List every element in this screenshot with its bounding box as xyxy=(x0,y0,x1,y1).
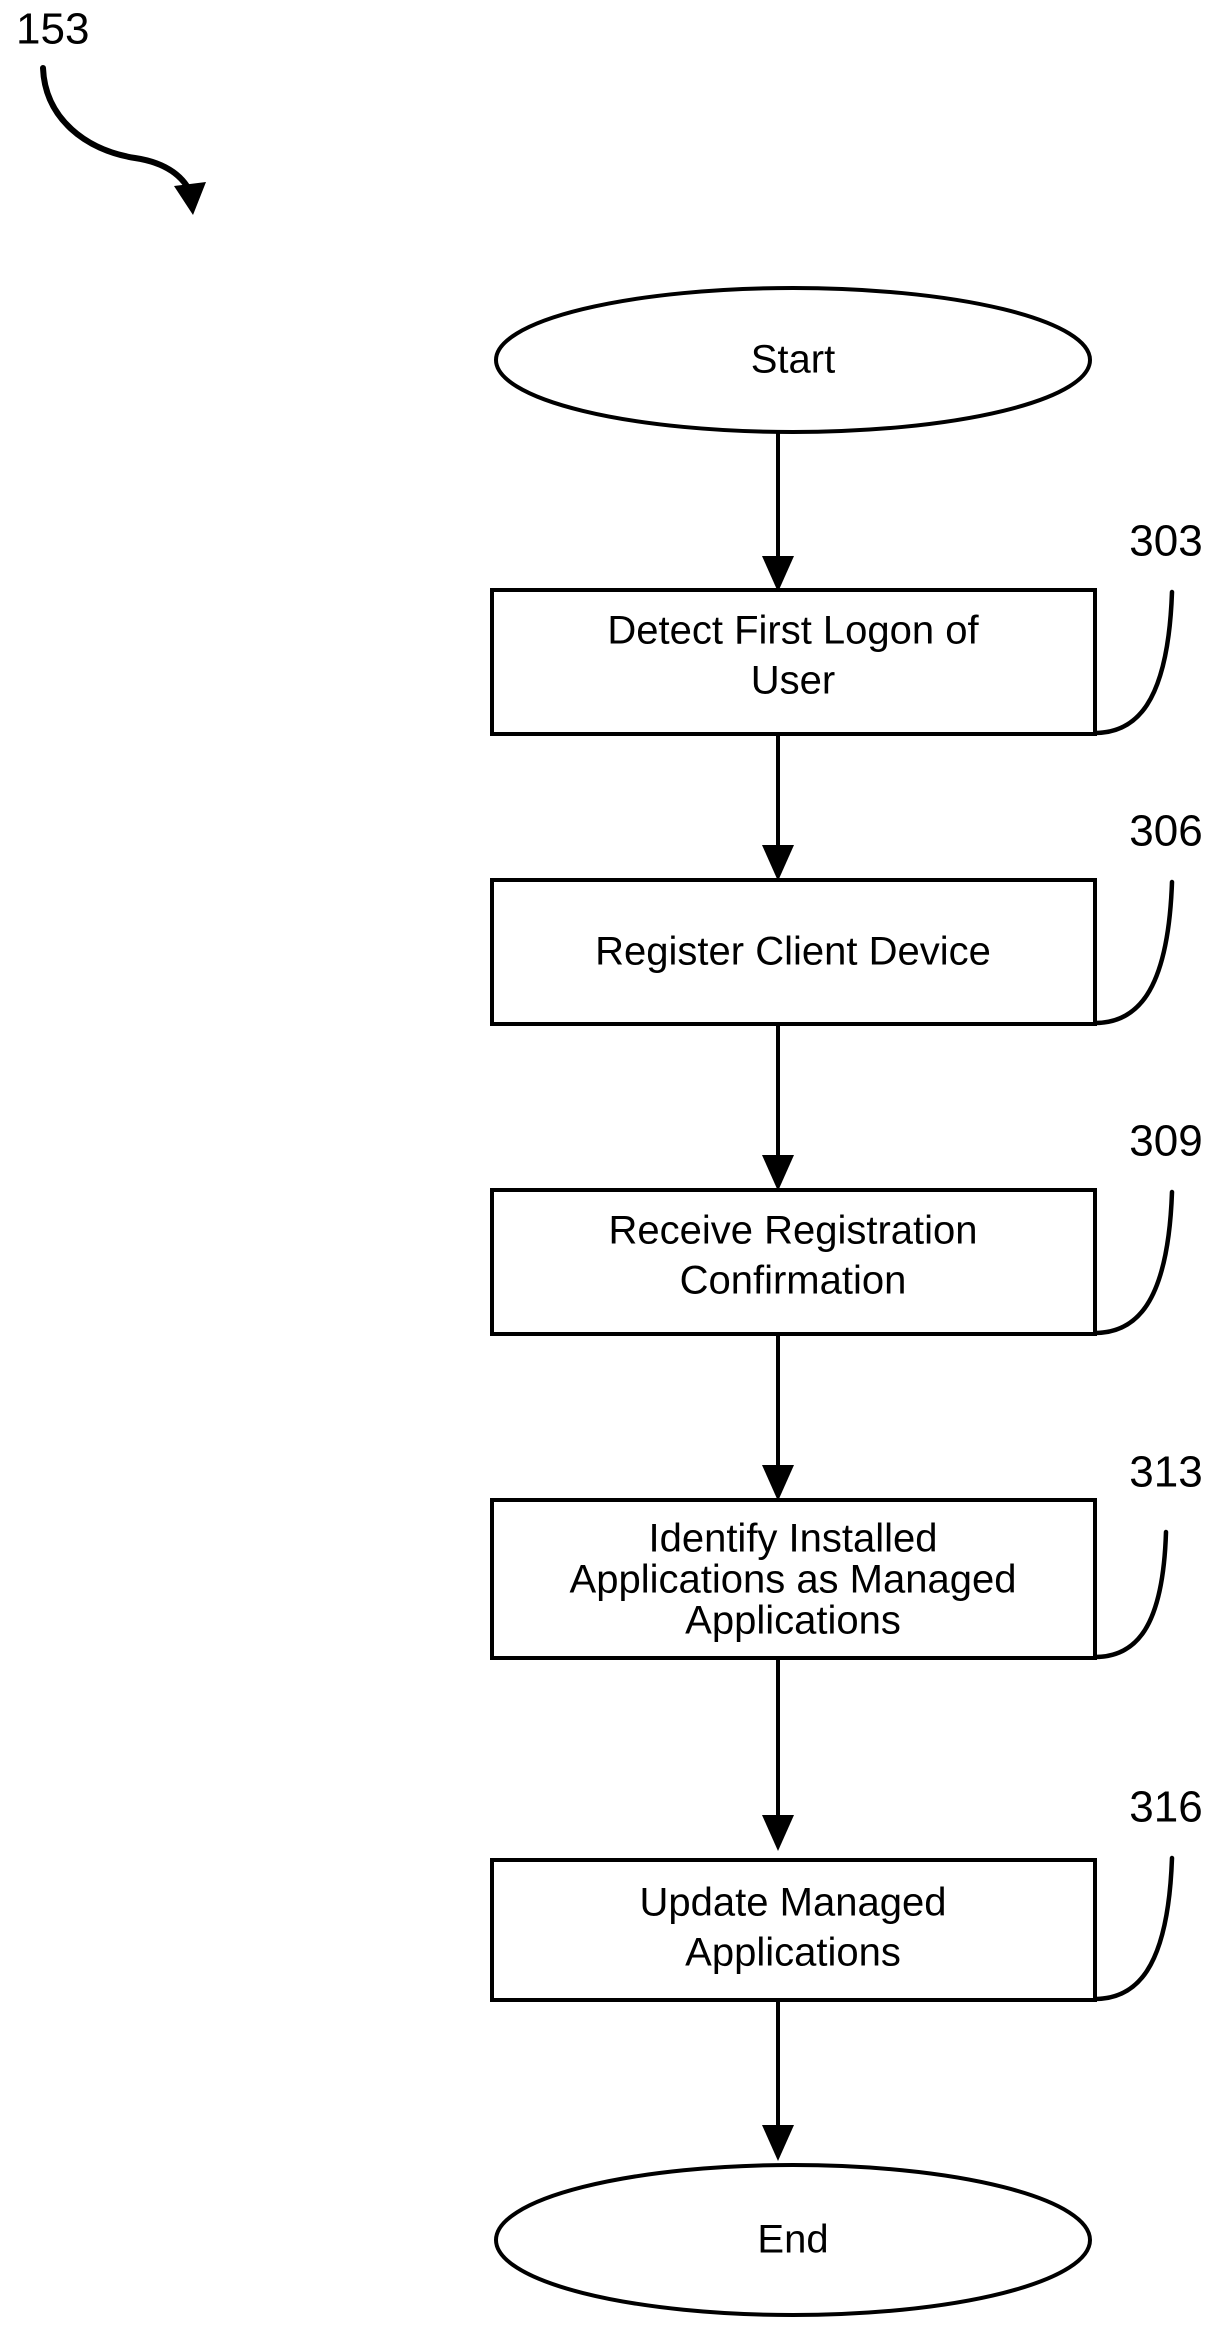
figure-leader-curve xyxy=(40,65,195,199)
start-ellipse-shape xyxy=(494,286,1092,434)
identify-label-line-2: Applications as Managed xyxy=(570,1558,1017,1602)
detect-box-shape xyxy=(490,588,1097,736)
identify-label-line-3: Applications xyxy=(685,1599,901,1643)
reference-callout-309: 309 xyxy=(1092,1117,1203,1336)
detect-label-line-2: User xyxy=(751,659,835,703)
node-detect-first-logon: Detect First Logon of User xyxy=(490,588,1097,736)
identify-box-shape xyxy=(490,1498,1097,1660)
connector-arrowhead xyxy=(762,1815,794,1851)
connector-detect-to-register xyxy=(762,734,794,881)
reference-numeral-303: 303 xyxy=(1129,517,1202,566)
connector-update-to-end xyxy=(762,2000,794,2161)
connector-arrowhead xyxy=(762,845,794,881)
reference-callout-303: 303 xyxy=(1092,517,1203,736)
node-identify-installed-applications: Identify Installed Applications as Manag… xyxy=(490,1498,1097,1660)
end-label: End xyxy=(757,2218,828,2262)
detect-label-line-1: Detect First Logon of xyxy=(607,609,979,653)
register-label-line-1: Register Client Device xyxy=(595,930,991,974)
update-label-line-2: Applications xyxy=(685,1931,901,1975)
connector-register-to-receive xyxy=(762,1024,794,1191)
receive-label-line-2: Confirmation xyxy=(680,1259,907,1303)
connector-identify-to-update xyxy=(762,1658,794,1851)
end-ellipse-shape xyxy=(494,2163,1092,2317)
connector-arrowhead xyxy=(762,556,794,592)
node-register-client-device: Register Client Device xyxy=(490,878,1097,1026)
reference-numeral-316: 316 xyxy=(1129,1783,1202,1832)
connector-arrowhead xyxy=(762,2125,794,2161)
reference-callout-316: 316 xyxy=(1092,1783,1203,2002)
reference-numeral-313: 313 xyxy=(1129,1448,1202,1497)
register-box-shape xyxy=(490,878,1097,1026)
node-end: End xyxy=(494,2163,1092,2317)
leader-curve-309 xyxy=(1092,1189,1175,1336)
connector-arrowhead xyxy=(762,1155,794,1191)
reference-numeral-306: 306 xyxy=(1129,807,1202,856)
reference-callout-306: 306 xyxy=(1092,807,1203,1026)
node-receive-registration-confirmation: Receive Registration Confirmation xyxy=(490,1188,1097,1336)
update-label-line-1: Update Managed xyxy=(640,1881,947,1925)
leader-curve-316 xyxy=(1092,1855,1175,2002)
connector-receive-to-identify xyxy=(762,1334,794,1501)
node-start: Start xyxy=(494,286,1092,434)
figure-leader-arrowhead xyxy=(174,182,206,215)
identify-label-line-1: Identify Installed xyxy=(648,1517,937,1561)
leader-curve-303 xyxy=(1092,589,1175,736)
leader-curve-306 xyxy=(1092,879,1175,1026)
update-box-shape xyxy=(490,1858,1097,2002)
start-label: Start xyxy=(751,338,835,382)
connector-arrowhead xyxy=(762,1465,794,1501)
reference-numeral-309: 309 xyxy=(1129,1117,1202,1166)
connector-start-to-detect xyxy=(762,432,794,592)
receive-box-shape xyxy=(490,1188,1097,1336)
receive-label-line-1: Receive Registration xyxy=(608,1209,977,1253)
node-update-managed-applications: Update Managed Applications xyxy=(490,1858,1097,2002)
reference-callout-313: 313 xyxy=(1092,1448,1203,1660)
figure-numeral-153: 153 xyxy=(16,5,89,54)
leader-curve-313 xyxy=(1092,1529,1169,1660)
